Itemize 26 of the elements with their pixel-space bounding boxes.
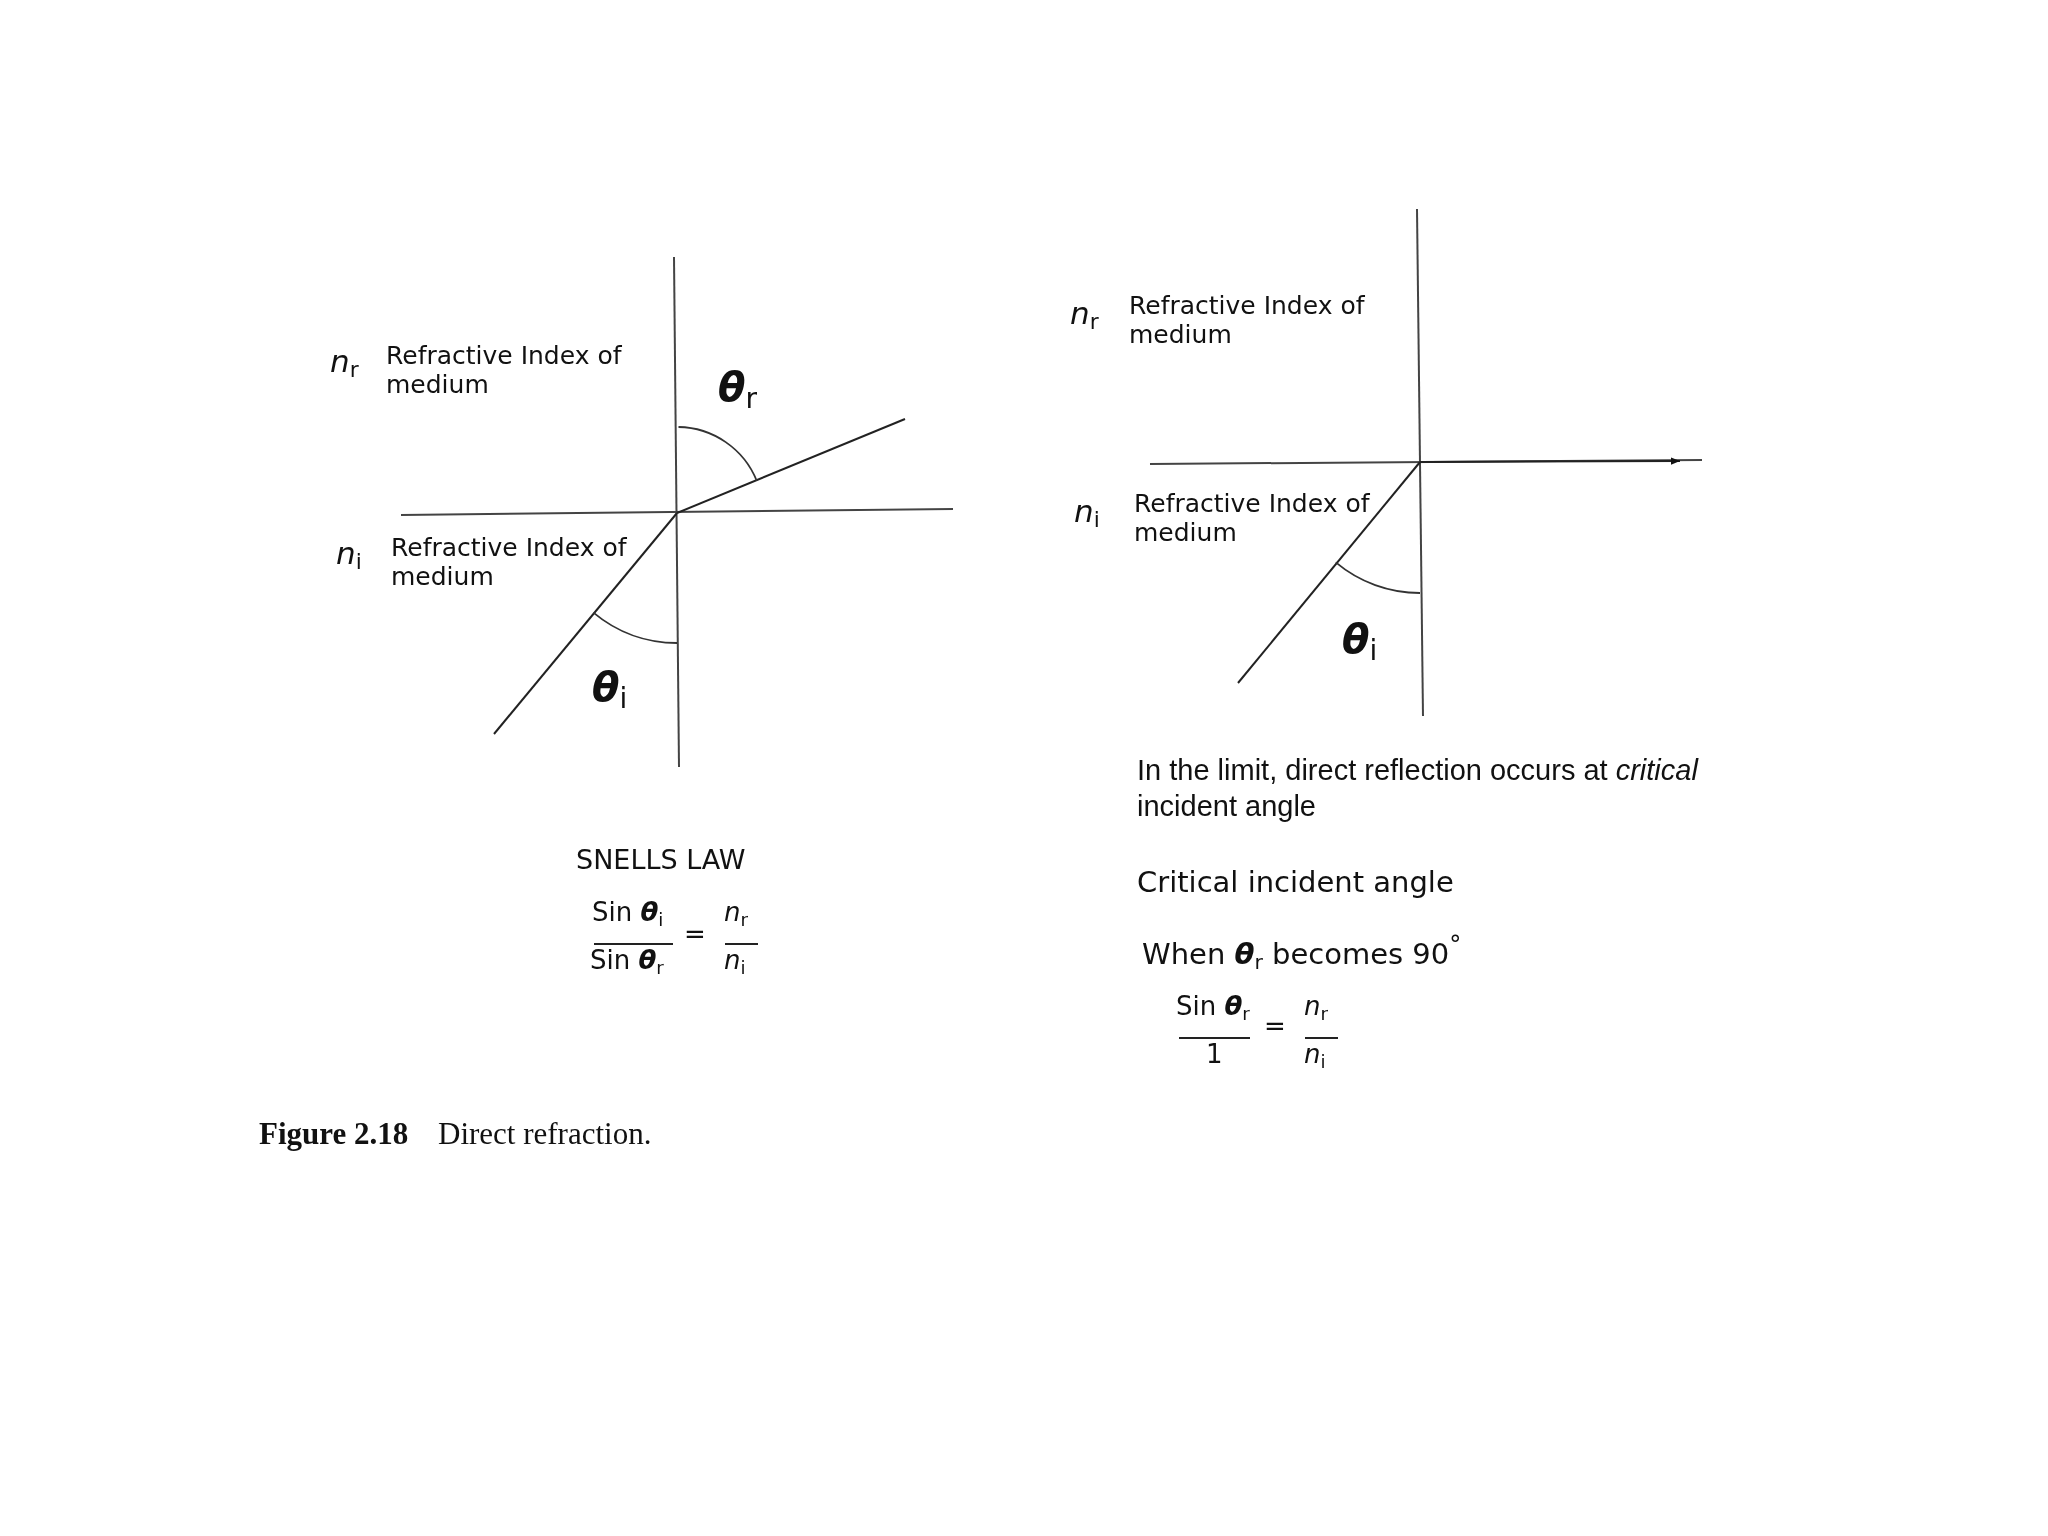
formula-term: n$_{r}$ xyxy=(1304,992,1328,1025)
note-text: When θ$_{r}$ becomes 90$^{°}$ xyxy=(1142,932,1462,975)
symbol-label: n$_{i}$ xyxy=(336,536,362,576)
formula-term: Sin θ$_{r}$ xyxy=(1176,992,1250,1025)
symbol-label: n$_{i}$ xyxy=(1074,494,1100,534)
figure-caption: Figure 2.18 Direct refraction. xyxy=(259,1116,652,1152)
equals-sign: = xyxy=(684,920,706,950)
formula-term: Sin θ$_{i}$ xyxy=(592,898,664,931)
equals-sign: = xyxy=(1264,1012,1286,1042)
formula-term: n$_{i}$ xyxy=(1304,1040,1326,1073)
angle-label: θ$_{r}$ xyxy=(718,364,757,416)
angle-label: θ$_{i}$ xyxy=(592,664,628,716)
region-label: Refractive Index of medium xyxy=(386,342,623,400)
note-text: Critical incident angle xyxy=(1137,866,1454,900)
region-label: Refractive Index of medium xyxy=(1129,292,1366,350)
symbol-label: n$_{r}$ xyxy=(330,344,359,384)
formula-term: Sin θ$_{r}$ xyxy=(590,946,664,979)
region-label: Refractive Index of medium xyxy=(391,534,628,592)
region-label: Refractive Index of medium xyxy=(1134,490,1371,548)
note-text: In the limit, direct reflection occurs at critical incident angle xyxy=(1137,753,1700,825)
symbol-label: n$_{r}$ xyxy=(1070,296,1099,336)
formula-term: 1 xyxy=(1206,1040,1223,1070)
formula-term: n$_{r}$ xyxy=(724,898,748,931)
formula-term: n$_{i}$ xyxy=(724,946,746,979)
formula-heading: SNELLS LAW xyxy=(576,844,746,876)
angle-label: θ$_{i}$ xyxy=(1342,616,1378,668)
